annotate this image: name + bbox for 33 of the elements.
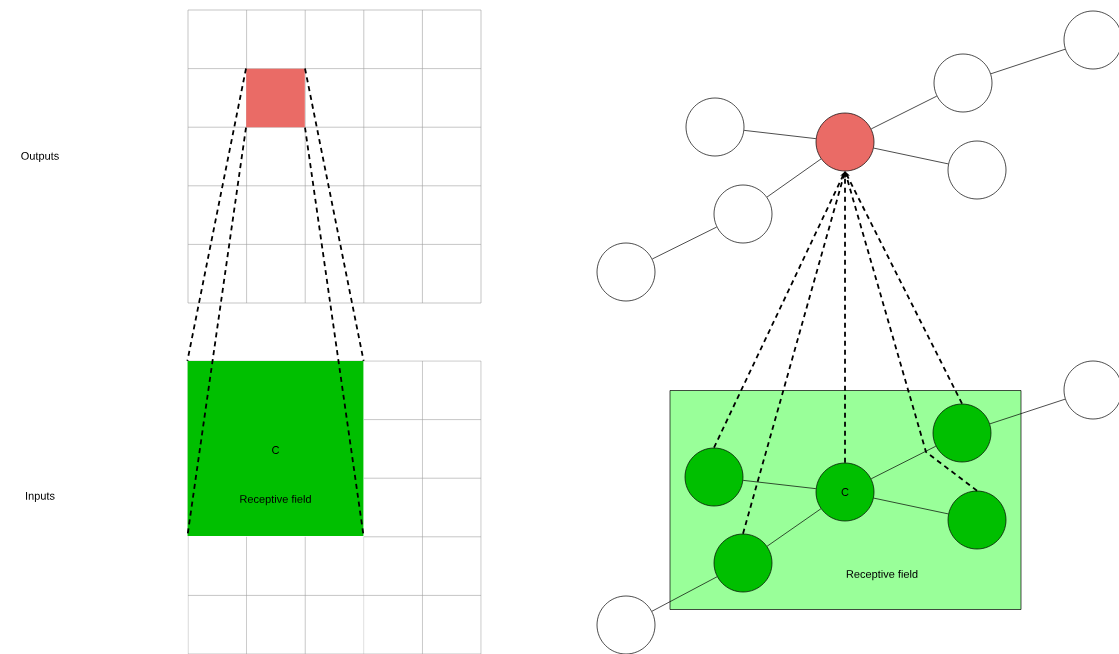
graph-node: [713, 533, 773, 593]
graph-node: [713, 184, 773, 244]
graph-node: [1063, 360, 1119, 420]
graph-node: [596, 595, 656, 654]
graph-node: [685, 97, 745, 157]
graph-node: C: [815, 462, 875, 522]
connector: [873, 147, 949, 165]
connector: [766, 158, 822, 198]
graph-node: [1063, 10, 1119, 70]
connector: [743, 130, 817, 139]
output-grid: [187, 9, 482, 304]
graph-node: [947, 490, 1007, 550]
connector: [990, 48, 1066, 75]
axis-label: Outputs: [21, 152, 59, 162]
dashed-connector: [304, 67, 365, 362]
connector: [870, 445, 937, 480]
connector: [870, 95, 938, 130]
graph-node: [947, 140, 1007, 200]
connector: [766, 508, 822, 547]
graph-node: [933, 53, 993, 113]
connector: [742, 480, 817, 490]
highlighted-cell: [246, 68, 305, 128]
connector: [873, 497, 949, 515]
connector: [651, 576, 718, 612]
dashed-connector: [186, 67, 247, 362]
graph-node: [932, 403, 992, 463]
connector: [651, 226, 718, 260]
graph-node: [684, 447, 744, 507]
axis-label: Inputs: [26, 492, 55, 502]
connector: [989, 398, 1066, 425]
receptive-field-region: C Receptive field: [187, 361, 364, 536]
graph-node: [596, 242, 656, 302]
graph-node: [815, 112, 875, 172]
